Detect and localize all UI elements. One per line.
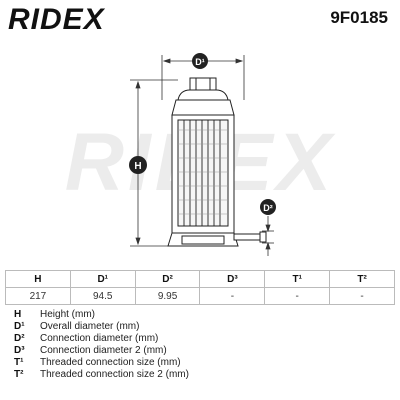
legend-key: H (14, 309, 22, 320)
value-d3: - (199, 287, 266, 305)
legend-item: T² Threaded connection size 2 (mm) (14, 369, 384, 381)
filter-pleats (178, 120, 228, 226)
header-d1: D¹ (69, 270, 136, 288)
legend-item: H Height (mm) (14, 309, 384, 321)
filter-housing (167, 77, 239, 247)
header-t2: T² (329, 270, 395, 288)
dimension-legend: H Height (mm) D¹ Overall diameter (mm) D² C… (14, 309, 384, 381)
filter-drawing: RIDEX D¹ H (65, 53, 332, 256)
spec-header-row: H D¹ D² D³ T¹ T² (5, 270, 395, 288)
legend-key: T¹ (14, 357, 24, 368)
header-t1: T¹ (264, 270, 331, 288)
legend-item: D² Connection diameter (mm) (14, 333, 384, 345)
h-badge (129, 156, 147, 174)
legend-key: T² (14, 369, 24, 380)
legend-desc: Threaded connection size (mm) (40, 357, 181, 368)
legend-desc: Height (mm) (40, 309, 96, 320)
value-t2: - (329, 287, 395, 305)
ridex-logo: RIDEX (8, 4, 106, 34)
legend-desc: Connection diameter (mm) (40, 333, 159, 344)
header-d3: D³ (199, 270, 266, 288)
spec-table: H D¹ D² D³ T¹ T² 217 94.5 9.95 - - - (5, 270, 395, 305)
legend-desc: Threaded connection size 2 (mm) (40, 369, 189, 380)
value-d2: 9.95 (134, 287, 201, 305)
h-label: H (134, 161, 141, 172)
part-number: 9F0185 (330, 8, 388, 27)
legend-desc: Connection diameter 2 (mm) (40, 345, 167, 356)
value-d1: 94.5 (69, 287, 136, 305)
value-h: 217 (5, 287, 71, 305)
legend-item: T¹ Threaded connection size (mm) (14, 357, 384, 369)
d2-label: D² (263, 203, 273, 213)
svg-text:RIDEX: RIDEX (8, 4, 106, 34)
header-h: H (5, 270, 71, 288)
legend-key: D² (14, 333, 25, 344)
d2-dimension (262, 216, 274, 256)
legend-item: D¹ Overall diameter (mm) (14, 321, 384, 333)
d1-label: D¹ (195, 57, 205, 67)
d2-badge (260, 199, 276, 215)
d1-badge (192, 53, 208, 69)
header-d2: D² (134, 270, 201, 288)
legend-key: D³ (14, 345, 25, 356)
spec-value-row: 217 94.5 9.95 - - - (5, 287, 395, 305)
legend-key: D¹ (14, 321, 25, 332)
legend-item: D³ Connection diameter 2 (mm) (14, 345, 384, 357)
legend-desc: Overall diameter (mm) (40, 321, 140, 332)
value-t1: - (264, 287, 331, 305)
outlet-connection (233, 231, 267, 243)
